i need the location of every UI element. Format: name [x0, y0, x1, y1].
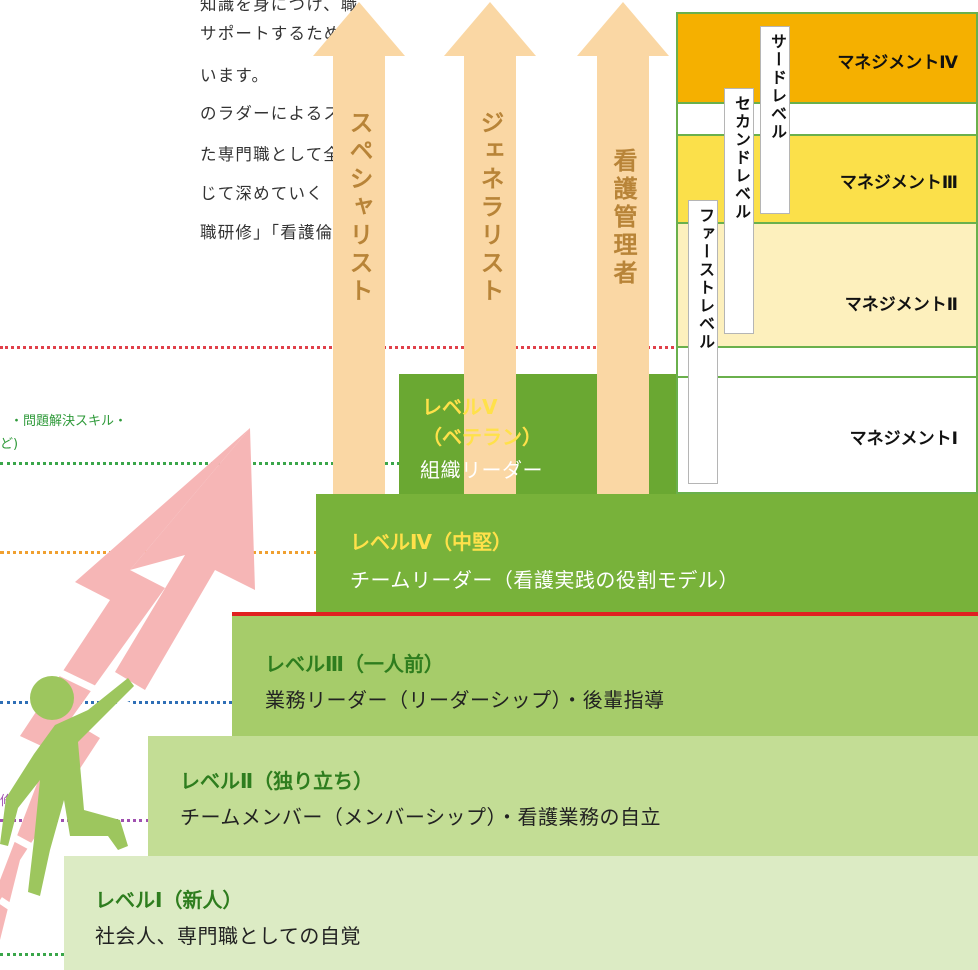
- management-gap-1: [678, 104, 976, 136]
- management-tab-third-level: サードレベル: [760, 26, 790, 214]
- side-note-skills: ・問題解決スキル・: [10, 414, 128, 429]
- level-2-desc: チームメンバー（メンバーシップ）・看護業務の自立: [180, 805, 661, 829]
- level-4-desc: チームリーダー（看護実践の役割モデル）: [350, 568, 739, 592]
- level-3-desc: 業務リーダー（リーダーシップ）・後輩指導: [265, 688, 665, 712]
- management-label-2: マネジメントⅡ: [844, 295, 958, 315]
- level-4-title: レベルⅣ（中堅）: [350, 530, 512, 554]
- career-label-specialist: スペシャリスト: [345, 110, 373, 306]
- management-row-1: マネジメントⅠ: [678, 378, 976, 492]
- intro-line-1: 知識を身につけ、職: [200, 0, 359, 14]
- management-label-3: マネジメントⅢ: [839, 173, 958, 193]
- management-tab-second-level: セカンドレベル: [724, 88, 754, 334]
- career-arrow-manager-over: [597, 374, 649, 494]
- level-1-desc: 社会人、専門職としての自覚: [95, 924, 361, 948]
- level-4-step: [316, 494, 978, 614]
- level-5-desc: 組織リーダー: [420, 458, 543, 482]
- guide-line-green: [0, 462, 400, 465]
- intro-line-3: います。: [200, 66, 270, 85]
- management-row-2: マネジメントⅡ: [678, 224, 976, 348]
- management-row-3: マネジメントⅢ: [678, 136, 976, 224]
- intro-line-5: た専門職として全看護: [200, 145, 377, 164]
- climbing-person-icon: [0, 676, 134, 896]
- level-2-title: レベルⅡ（独り立ち）: [180, 769, 374, 793]
- level-1-step: [64, 856, 978, 970]
- career-label-nursing-manager: 看護管理者: [609, 148, 637, 288]
- guide-line-bottom: [0, 953, 64, 956]
- management-table: マネジメントⅣ マネジメントⅢ マネジメントⅡ マネジメントⅠ サードレベル セ…: [676, 12, 978, 494]
- management-gap-2: [678, 348, 976, 378]
- career-arrow-generalist-over: [464, 374, 516, 494]
- intro-line-7: 職研修」「看護倫理」: [200, 223, 369, 242]
- intro-line-6: じて深めていく「看: [200, 184, 360, 203]
- level-3-title: レベルⅢ（一人前）: [265, 652, 444, 676]
- management-label-1: マネジメントⅠ: [849, 429, 958, 449]
- level-1-title: レベルⅠ（新人）: [95, 888, 243, 912]
- side-note-skills-end: ど): [0, 437, 19, 452]
- level-5-title: レベルⅤ （ベテラン）: [422, 395, 542, 449]
- level-divider: [232, 612, 978, 616]
- management-row-4: マネジメントⅣ: [678, 14, 976, 104]
- management-tab-first-level: ファーストレベル: [688, 200, 718, 484]
- intro-line-4: のラダーによるステッ: [200, 104, 377, 123]
- management-label-4: マネジメントⅣ: [837, 53, 958, 73]
- level-2-step: [148, 736, 978, 856]
- level-3-step: [232, 616, 978, 736]
- career-label-generalist: ジェネラリスト: [476, 110, 504, 306]
